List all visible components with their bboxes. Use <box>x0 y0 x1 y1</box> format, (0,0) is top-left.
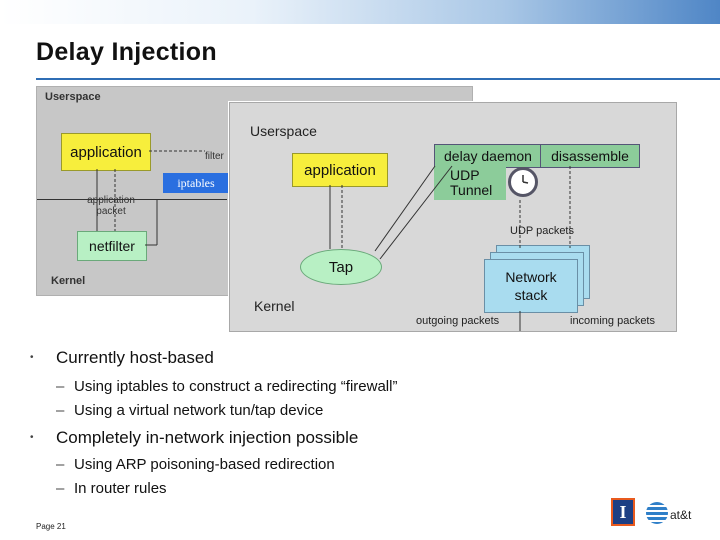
tap-device: Tap <box>300 249 382 285</box>
bullet-dot-icon: • <box>30 352 34 363</box>
kernel-label: Kernel <box>51 275 86 287</box>
network-label: Network <box>505 269 557 285</box>
network-stack-box: Network stack <box>484 259 578 313</box>
bullet-2-text: Completely in-network injection possible <box>56 428 359 447</box>
filter-label: filter <box>205 151 224 162</box>
udp-packets-label: UDP packets <box>510 225 574 237</box>
iptables-box: iptables <box>163 173 229 193</box>
sub-bullet-text: Using ARP poisoning-based redirection <box>74 456 335 473</box>
stack-label: stack <box>514 287 548 303</box>
user-kernel-divider <box>37 199 227 200</box>
sub-bullet-text: In router rules <box>74 480 167 497</box>
sub-bullet-2-1: – Using ARP poisoning-based redirection <box>56 456 335 473</box>
dash-icon: – <box>56 378 65 395</box>
sub-bullet-text: Using iptables to construct a redirectin… <box>74 378 398 395</box>
att-logo-text: at&t <box>670 508 692 522</box>
bullet-1: • Currently host-based <box>30 348 214 368</box>
university-logo-icon: I <box>611 498 635 526</box>
header-gradient-bar <box>0 0 720 24</box>
delay-daemon-box: delay daemon <box>434 144 542 168</box>
page-number: Page 21 <box>36 522 66 531</box>
title-underline <box>36 78 720 80</box>
bullet-1-text: Currently host-based <box>56 348 214 367</box>
dash-icon: – <box>56 402 65 419</box>
udp-label: UDP <box>450 167 480 183</box>
disassemble-box: disassemble <box>540 144 640 168</box>
bullet-2: • Completely in-network injection possib… <box>30 428 359 448</box>
dash-icon: – <box>56 480 65 497</box>
clock-icon <box>508 167 538 197</box>
tap-diagram: Userspace application delay daemon disas… <box>229 102 677 332</box>
udp-tunnel-box: UDP Tunnel <box>434 166 506 200</box>
netfilter-box: netfilter <box>77 231 147 261</box>
sub-bullet-1-2: – Using a virtual network tun/tap device <box>56 402 324 419</box>
slide-title: Delay Injection <box>36 38 217 66</box>
bullet-dot-icon: • <box>30 432 34 443</box>
att-globe-icon <box>646 502 668 524</box>
sub-bullet-2-2: – In router rules <box>56 480 167 497</box>
userspace-label-2: Userspace <box>250 123 317 139</box>
app-packet-line2: packet <box>96 206 126 217</box>
application-box: application <box>61 133 151 171</box>
app-packet-line1: application <box>87 195 135 206</box>
dash-icon: – <box>56 456 65 473</box>
kernel-label-2: Kernel <box>254 298 295 314</box>
outgoing-packets-label: outgoing packets <box>416 315 500 327</box>
tap-arrows <box>329 165 571 331</box>
application-box-2: application <box>292 153 388 187</box>
application-packet-label: application packet <box>77 195 145 217</box>
tunnel-label: Tunnel <box>450 182 493 198</box>
sub-bullet-text: Using a virtual network tun/tap device <box>74 402 324 419</box>
iptables-arrows <box>96 150 205 246</box>
sub-bullet-1-1: – Using iptables to construct a redirect… <box>56 378 398 395</box>
incoming-packets-label: incoming packets <box>570 315 655 327</box>
userspace-label: Userspace <box>45 91 101 103</box>
